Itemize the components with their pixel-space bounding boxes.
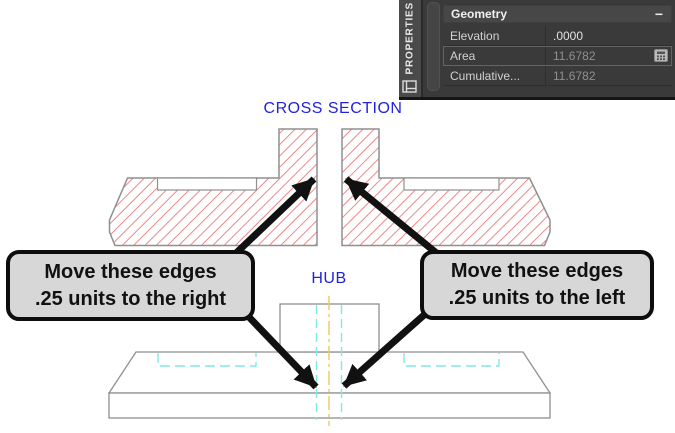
left-notch	[156, 177, 258, 191]
callout-right-line2: .25 units to the left	[448, 287, 626, 309]
property-label: Area	[443, 46, 546, 65]
callout-right-line1: Move these edges	[450, 260, 624, 282]
arrow-right-up	[343, 176, 443, 259]
properties-panel-content: Geometry − Elevation .0000 Area 11.6782	[421, 0, 675, 97]
arrow-left-up	[230, 176, 317, 259]
callout-right: Move these edges .25 units to the left	[420, 250, 654, 320]
right-notch	[403, 177, 500, 191]
hidden-recess-right	[403, 353, 500, 367]
property-row-area[interactable]: Area 11.6782	[443, 46, 672, 66]
properties-panel: PROPERTIES Geometry − Elevation .0000 Ar…	[399, 0, 675, 100]
callout-left: Move these edges .25 units to the right	[6, 250, 255, 321]
property-label: Cumulative...	[443, 66, 546, 85]
annotation-arrows	[230, 176, 443, 390]
arrow-right-down	[341, 312, 427, 389]
hidden-recess-left	[157, 353, 257, 367]
cross-section-label: CROSS SECTION	[263, 100, 403, 117]
property-value[interactable]: 11.6782	[553, 48, 596, 63]
scrollbar[interactable]	[427, 2, 440, 91]
property-row-elevation[interactable]: Elevation .0000	[443, 26, 672, 46]
geometry-section-header[interactable]: Geometry −	[443, 5, 672, 23]
calculator-icon[interactable]	[654, 49, 668, 62]
property-value[interactable]: .0000	[553, 28, 584, 43]
arrow-left-down	[244, 312, 319, 390]
callout-left-line2: .25 units to the right	[34, 287, 227, 310]
hub-label: HUB	[311, 270, 347, 287]
property-row-cumulative[interactable]: Cumulative... 11.6782	[443, 66, 672, 86]
property-label: Elevation	[443, 26, 546, 45]
properties-panel-title: PROPERTIES	[404, 2, 416, 75]
properties-panel-titlebar[interactable]: PROPERTIES	[399, 0, 421, 97]
cross-section-left-half	[108, 128, 318, 247]
cross-section-right-half	[341, 128, 551, 247]
hub-plan-view	[107, 296, 552, 426]
collapse-section-button[interactable]: −	[654, 6, 663, 22]
properties-palette-icon[interactable]	[402, 80, 418, 94]
property-rows: Elevation .0000 Area 11.6782	[443, 26, 672, 86]
property-value[interactable]: 11.6782	[553, 68, 596, 83]
callout-left-line1: Move these edges	[44, 260, 217, 283]
geometry-section-title: Geometry	[451, 7, 508, 21]
